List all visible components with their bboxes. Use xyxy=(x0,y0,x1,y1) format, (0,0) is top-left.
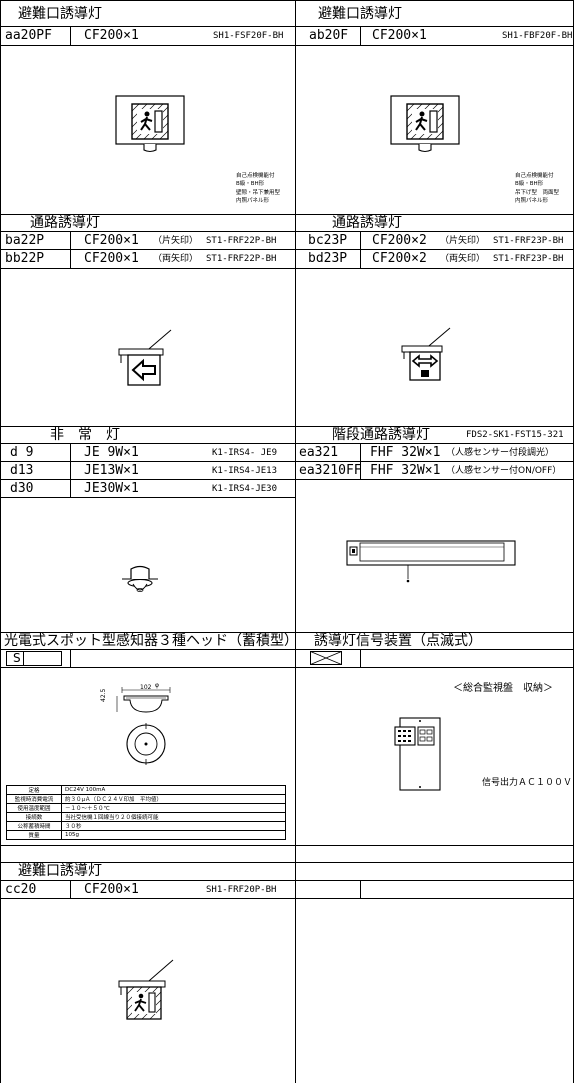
lamp-spec: CF200×1 xyxy=(84,28,139,43)
panel-caption: ＜総合監視盤 収納＞ xyxy=(453,683,553,694)
table-row: 接続数当社受信機１回線当り２０個接続可能 xyxy=(6,812,286,822)
dimension-width: 102 xyxy=(140,684,152,691)
sensor-note: （人感センサー付段調光） xyxy=(446,448,555,458)
fixture-code: ea3210FF xyxy=(299,463,362,478)
cell-title: 誘導灯信号装置（点滅式） xyxy=(314,633,482,649)
detector-drawing xyxy=(116,687,171,765)
cell-title: 通路誘導灯 xyxy=(332,215,402,231)
arrow-type: （両矢印） xyxy=(153,254,199,264)
fixture-code: d30 xyxy=(10,481,34,496)
downlight-drawing xyxy=(122,565,158,592)
exit-sign-drawing xyxy=(390,95,460,153)
model-number: K1-IRS4-JE30 xyxy=(212,484,278,494)
lamp-spec: CF200×2 xyxy=(372,251,427,266)
fixture-code: bd23P xyxy=(308,251,348,266)
arrow-type: （両矢印） xyxy=(440,254,486,264)
cell-title: 階段通路誘導灯 xyxy=(332,427,430,443)
passage-sign-drawing xyxy=(118,329,172,386)
wall-light-drawing xyxy=(346,540,516,583)
arrow-type: （片矢印） xyxy=(440,236,486,246)
model-number: SH1-FRF20P-BH xyxy=(206,885,277,895)
cell-title: 避難口誘導灯 xyxy=(318,6,402,22)
model-number: SH1-FSF20F-BH xyxy=(213,31,284,41)
fixture-code: d13 xyxy=(10,463,34,478)
exit-sign-drawing xyxy=(115,95,185,153)
lamp-spec: FHF 32W×1 xyxy=(370,445,441,460)
lamp-spec: CF200×1 xyxy=(84,882,139,897)
model-number: ST1-FRF22P-BH xyxy=(206,236,277,246)
fixture-code: ab20F xyxy=(309,28,349,43)
model-number: SH1-FBF20F-BH xyxy=(502,31,573,41)
exit-sign-drawing xyxy=(118,959,174,1020)
model-number: FDS2-SK1-FST15-321 xyxy=(466,430,564,440)
passage-sign-drawing xyxy=(401,327,451,381)
control-panel-drawing xyxy=(394,717,441,791)
dimension-phi: φ xyxy=(155,682,159,689)
cell-title: 避難口誘導灯 xyxy=(18,863,102,879)
table-row: 使用温度範囲－１０～＋５０℃ xyxy=(6,803,286,813)
lamp-spec: JE13W×1 xyxy=(84,463,139,478)
lamp-spec: JE30W×1 xyxy=(84,481,139,496)
model-number: K1-IRS4- JE9 xyxy=(212,448,278,458)
detector-symbol: S xyxy=(6,651,62,666)
table-row: 監視時消費電流約３０μＡ（ＤＣ２４Ｖ印加 平均値） xyxy=(6,794,286,804)
sensor-note: （人感センサー付ON/OFF） xyxy=(446,466,562,476)
arrow-type: （片矢印） xyxy=(153,236,199,246)
lamp-spec: CF200×1 xyxy=(84,233,139,248)
lamp-spec: JE 9W×1 xyxy=(84,445,139,460)
fixture-code: cc20 xyxy=(5,882,37,897)
fixture-code: aa20PF xyxy=(5,28,52,43)
cell-title: 光電式スポット型感知器３種ヘッド（蓄積型） xyxy=(4,633,298,649)
model-number: ST1-FRF23P-BH xyxy=(493,236,564,246)
fixture-code: ba22P xyxy=(5,233,45,248)
cross-box-symbol xyxy=(310,651,342,665)
fixture-code: bb22P xyxy=(5,251,45,266)
lamp-spec: CF200×1 xyxy=(84,251,139,266)
lamp-spec: FHF 32W×1 xyxy=(370,463,441,478)
lamp-spec: CF200×1 xyxy=(372,28,427,43)
lamp-spec: CF200×2 xyxy=(372,233,427,248)
cell-title: 通路誘導灯 xyxy=(30,215,100,231)
fixture-code: d 9 xyxy=(10,445,34,460)
signal-output-note: 信号出力ＡＣ１００Ｖ xyxy=(482,778,573,788)
model-number: ST1-FRF22P-BH xyxy=(206,254,277,264)
model-number: ST1-FRF23P-BH xyxy=(493,254,564,264)
model-number: K1-IRS4-JE13 xyxy=(212,466,278,476)
fixture-code: bc23P xyxy=(308,233,348,248)
cell-title: 非 常 灯 xyxy=(50,427,120,443)
fixture-code: ea321 xyxy=(299,445,339,460)
dimension-height: 42.5 xyxy=(100,688,107,702)
cell-title: 避難口誘導灯 xyxy=(18,6,102,22)
